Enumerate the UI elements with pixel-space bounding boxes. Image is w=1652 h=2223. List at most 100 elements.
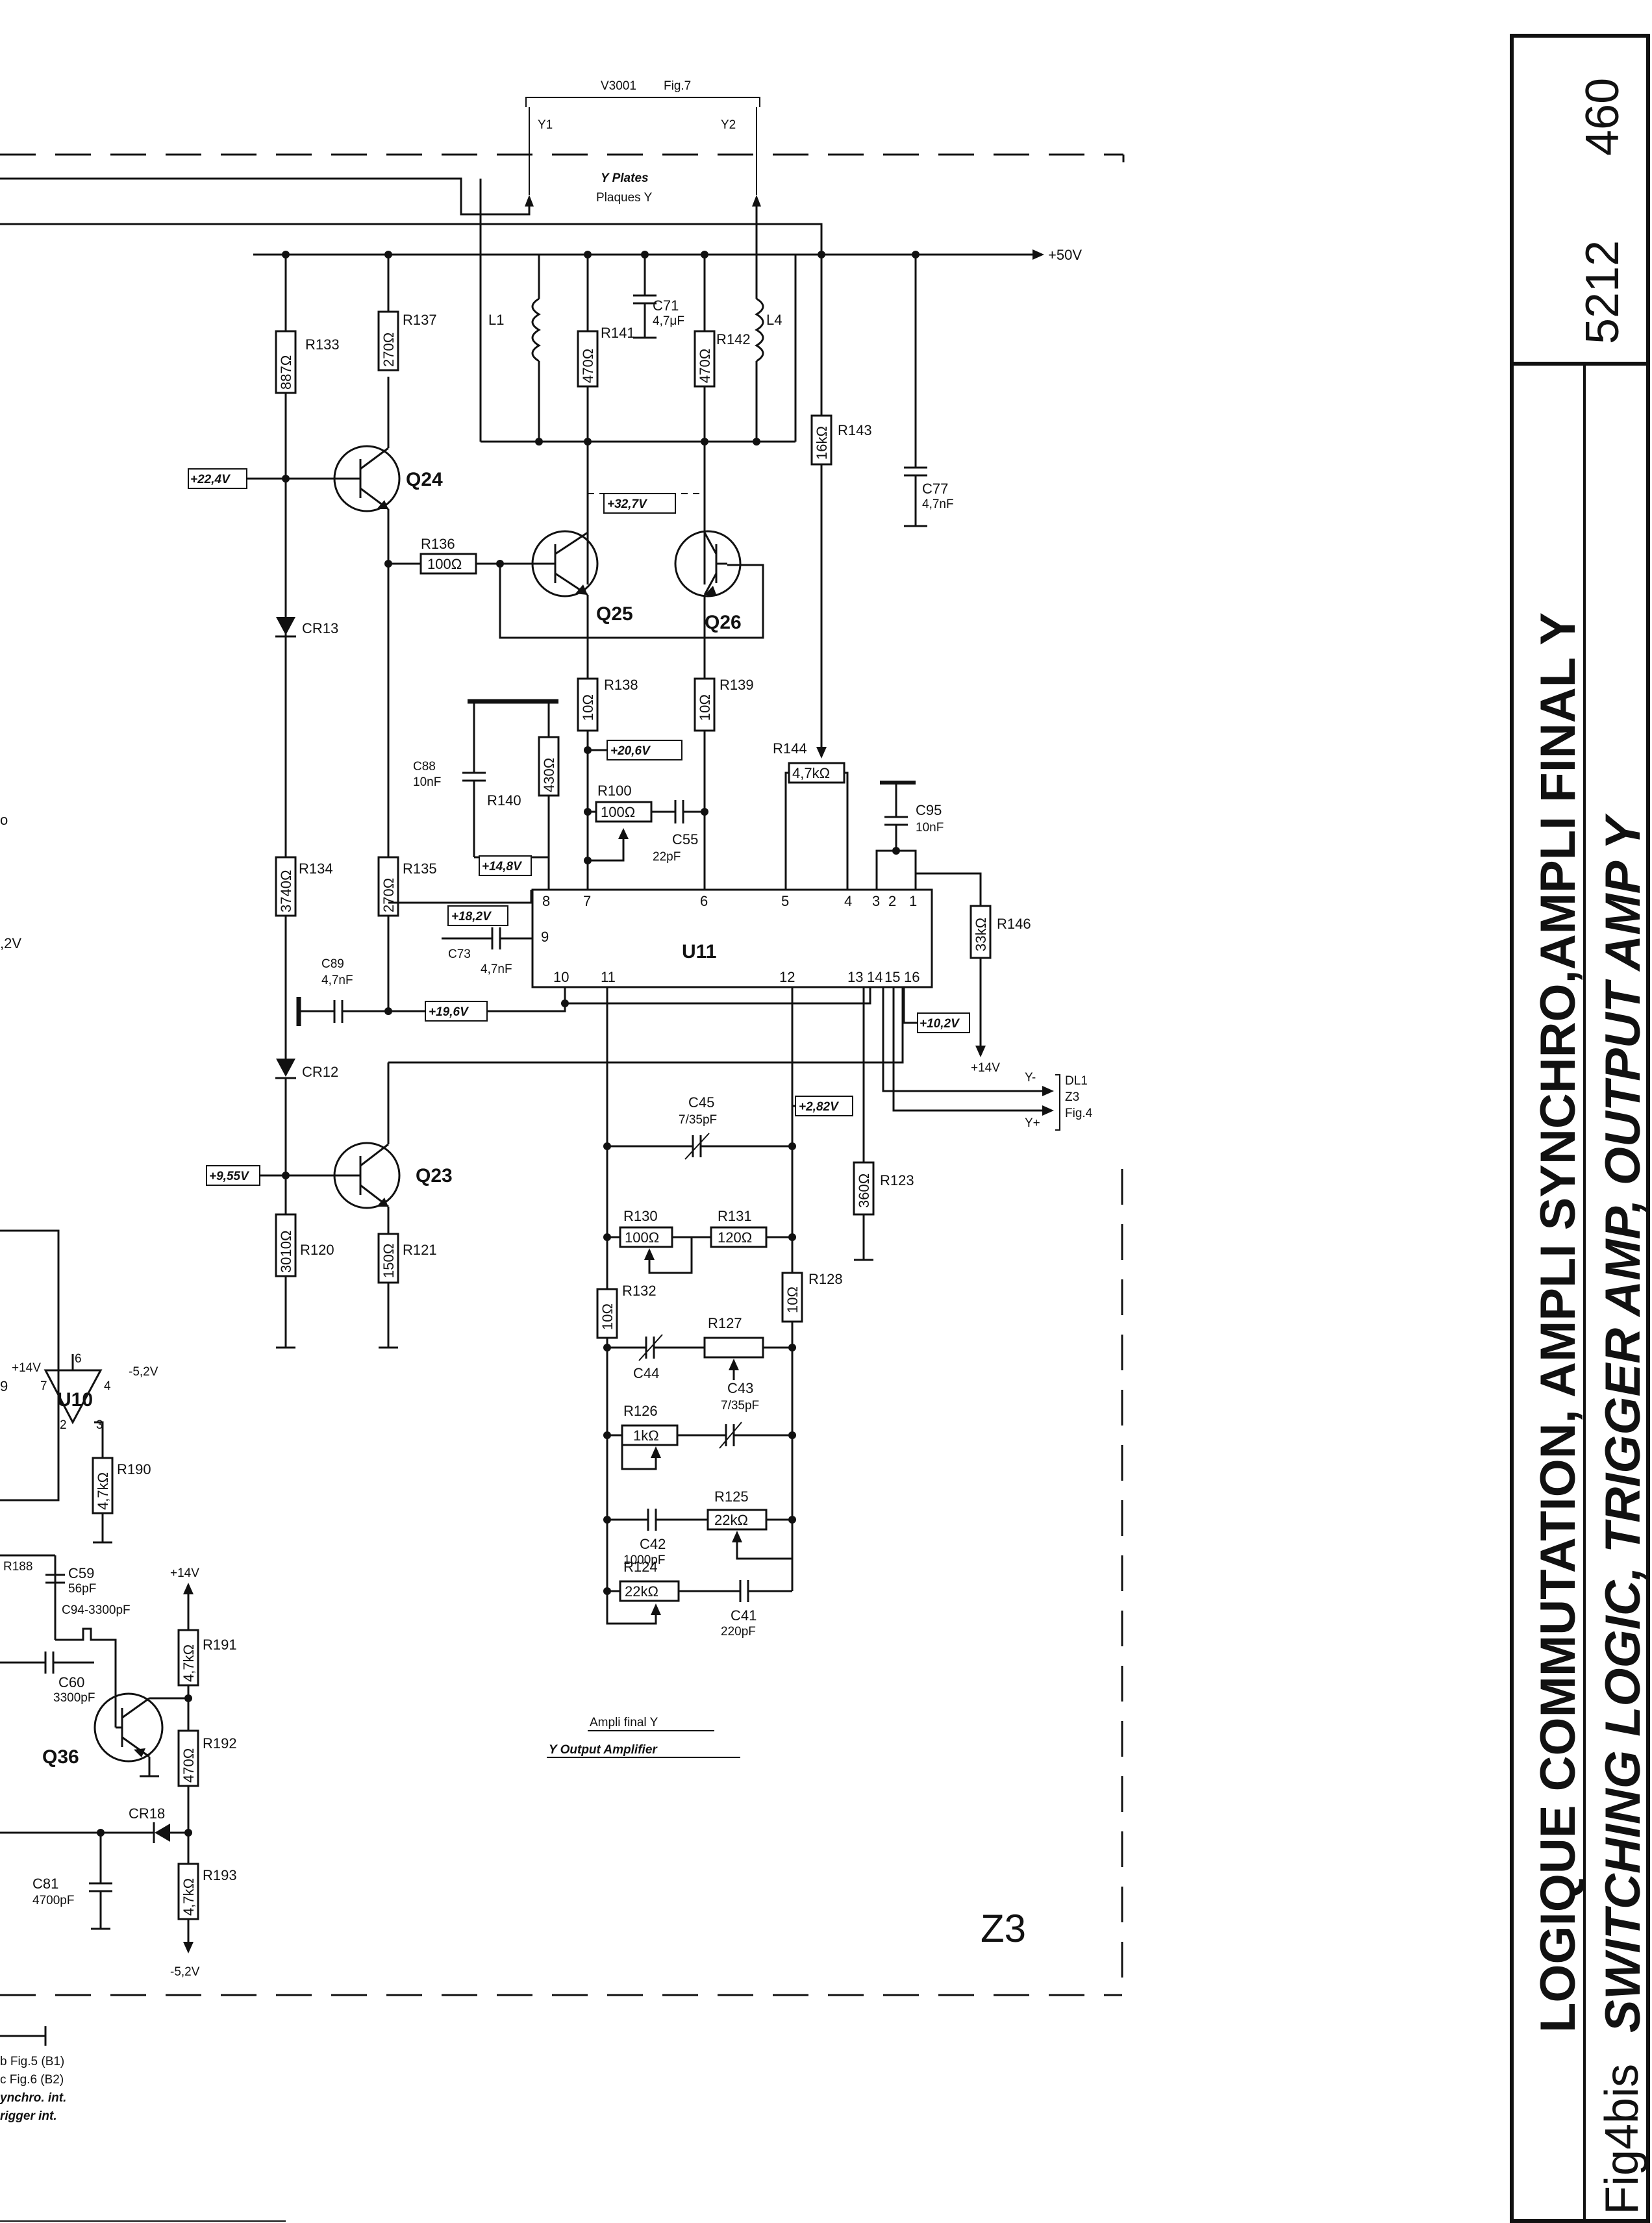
r121-ref: R121 — [403, 1242, 437, 1258]
diode-cr13: CR13 — [275, 617, 338, 638]
q24-base-voltage: +22,4V — [190, 473, 231, 486]
svg-text:Q25: Q25 — [596, 603, 633, 625]
c42-value: 1000pF — [623, 1553, 665, 1567]
c59-value: 56pF — [68, 1582, 96, 1596]
c45-value: 7/35pF — [679, 1113, 717, 1127]
svg-text:14: 14 — [867, 969, 882, 985]
c55-value: 22pF — [653, 850, 681, 864]
c45-ref: C45 — [688, 1094, 714, 1111]
inductor-l4: L4 — [755, 224, 782, 442]
left-note-2: c Fig.6 (B2) — [0, 2073, 64, 2087]
svg-text:8: 8 — [542, 893, 550, 909]
tube-pin-y1: Y1 — [538, 118, 553, 132]
r139-ref: R139 — [720, 677, 754, 693]
c95-ref: C95 — [916, 802, 942, 818]
svg-text:Q26: Q26 — [705, 612, 742, 633]
svg-text:11: 11 — [601, 969, 616, 985]
r100-value: 100Ω — [601, 804, 635, 820]
dl1-yminus: Y- — [1025, 1071, 1036, 1085]
svg-text:6: 6 — [700, 893, 708, 909]
opamp-u10: U10 6 7 4 2 3 — [40, 1352, 111, 1432]
r191-ref: R191 — [203, 1637, 237, 1653]
u11-7-voltage: +20,6V — [610, 744, 651, 758]
title-en: SWITCHING LOGIC, TRIGGER AMP, OUTPUT AMP… — [1596, 813, 1651, 2033]
r193-value: 4,7kΩ — [181, 1878, 197, 1916]
tube-fig: Fig.7 — [664, 79, 691, 93]
c89-ref: C89 — [321, 957, 344, 971]
svg-text:U10: U10 — [57, 1389, 93, 1411]
svg-text:4: 4 — [104, 1379, 111, 1393]
tube-plates-fr: Y Plates — [601, 171, 649, 185]
supply-14v-q36: +14V — [170, 1566, 199, 1580]
svg-text:2: 2 — [60, 1418, 67, 1432]
svg-text:7: 7 — [583, 893, 591, 909]
c43-ref: C43 — [727, 1380, 753, 1396]
r135-value: 270Ω — [381, 878, 397, 912]
zone-label: Z3 — [981, 1907, 1026, 1950]
u11-12-voltage: +2,82V — [799, 1100, 839, 1114]
c94-label: C94-3300pF — [62, 1603, 131, 1617]
q25-coll-voltage: +32,7V — [607, 497, 647, 511]
c88-ref: C88 — [413, 760, 436, 773]
r137-value: 270Ω — [381, 333, 397, 367]
title-block: Fig4bis LOGIQUE COMMUTATION, AMPLI SYNCH… — [1510, 34, 1651, 2223]
c55-ref: C55 — [672, 831, 698, 848]
r192-ref: R192 — [203, 1735, 237, 1752]
r188-ref: R188 — [3, 1560, 32, 1574]
supply-neg-q36: -5,2V — [170, 1965, 200, 1979]
r191-value: 4,7kΩ — [181, 1644, 197, 1682]
transistor-q26: Q26 — [674, 530, 742, 633]
page-number: 460 — [1577, 78, 1629, 156]
r134-ref: R134 — [299, 860, 333, 877]
svg-text:4: 4 — [844, 893, 852, 909]
r130-ref: R130 — [623, 1208, 658, 1224]
svg-text:10: 10 — [553, 969, 569, 985]
r190-value: 4,7kΩ — [95, 1472, 111, 1510]
r125-ref: R125 — [714, 1488, 749, 1505]
diode-cr18 — [153, 1822, 170, 1843]
r132-ref: R132 — [622, 1283, 657, 1299]
u11-ref: U11 — [682, 941, 716, 962]
c42-ref: C42 — [640, 1536, 666, 1552]
c60-value: 3300pF — [53, 1691, 95, 1705]
r137-ref: R137 — [403, 312, 437, 328]
r131-ref: R131 — [718, 1208, 752, 1224]
svg-text:Q23: Q23 — [416, 1165, 453, 1187]
r141-value: 470Ω — [580, 349, 596, 383]
c89-value: 4,7nF — [321, 973, 353, 987]
r144-ref: R144 — [773, 740, 807, 757]
tube-plates-en: Plaques Y — [596, 191, 653, 205]
r140-value: 430Ω — [541, 758, 557, 792]
r135-ref: R135 — [403, 860, 437, 877]
svg-text:L4: L4 — [766, 312, 782, 328]
left-note-1: b Fig.5 (B1) — [0, 2055, 64, 2068]
r132-value: 10Ω — [599, 1303, 616, 1330]
svg-text:CR13: CR13 — [302, 620, 338, 636]
dl1-zone: Z3 — [1065, 1090, 1079, 1104]
svg-text:3: 3 — [96, 1418, 103, 1432]
caption-en: Y Output Amplifier — [549, 1743, 658, 1757]
c81-ref: C81 — [32, 1876, 58, 1892]
transistor-q36: Q36 — [42, 1692, 164, 1768]
svg-text:Q36: Q36 — [42, 1746, 79, 1768]
dl1-ref: DL1 — [1065, 1074, 1088, 1088]
r100-ref: R100 — [597, 783, 632, 799]
r127-ref: R127 — [708, 1315, 742, 1331]
r120-value: 3010Ω — [278, 1231, 294, 1273]
supply-14v-u10: +14V — [12, 1361, 41, 1375]
r133-value: 887Ω — [278, 355, 294, 390]
rail-label: +50V — [1048, 247, 1082, 263]
left-note-4: rigger int. — [0, 2109, 57, 2123]
edge-o: o — [0, 812, 8, 828]
diode-cr12: CR12 — [275, 1059, 338, 1080]
r136-ref: R136 — [421, 536, 455, 552]
r192-value: 470Ω — [181, 1748, 197, 1783]
r123-value: 360Ω — [856, 1174, 872, 1208]
left-note-3: ynchro. int. — [0, 2091, 66, 2105]
c59-ref: C59 — [68, 1565, 94, 1581]
title-fr: LOGIQUE COMMUTATION, AMPLI SYNCHRO,AMPLI… — [1531, 612, 1586, 2033]
r138-ref: R138 — [604, 677, 638, 693]
r124-value: 22kΩ — [625, 1583, 658, 1600]
cr18-ref: CR18 — [129, 1805, 165, 1822]
u11-16-voltage: +10,2V — [920, 1017, 960, 1031]
